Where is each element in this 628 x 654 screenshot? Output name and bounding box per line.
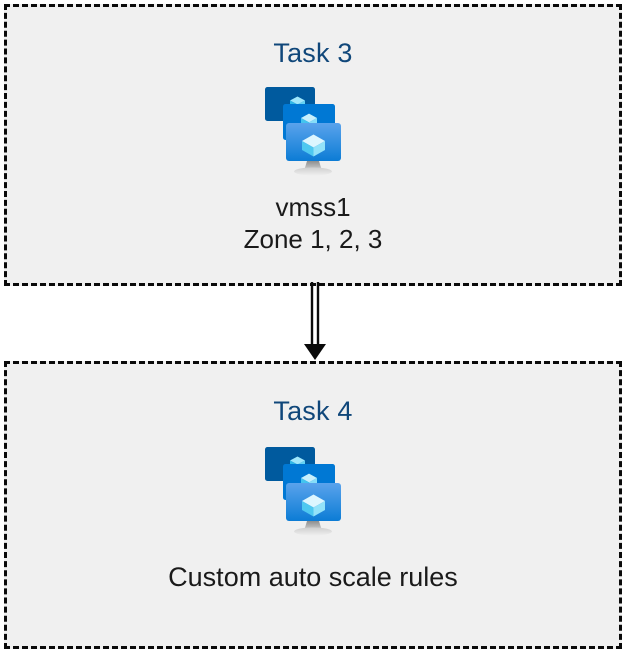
vmss-icon [261,443,365,539]
task-caption-task3: vmss1 Zone 1, 2, 3 [243,192,383,254]
task-caption-task4: Custom auto scale rules [168,562,458,592]
task-box-task3: Task 3 [4,4,622,286]
task-box-task4: Task 4 [4,361,622,649]
vmss-icon [261,83,365,179]
task-title-task4: Task 4 [273,396,353,426]
task-title-task3: Task 3 [273,38,353,68]
connector-arrow-task3-to-task4 [298,282,338,362]
